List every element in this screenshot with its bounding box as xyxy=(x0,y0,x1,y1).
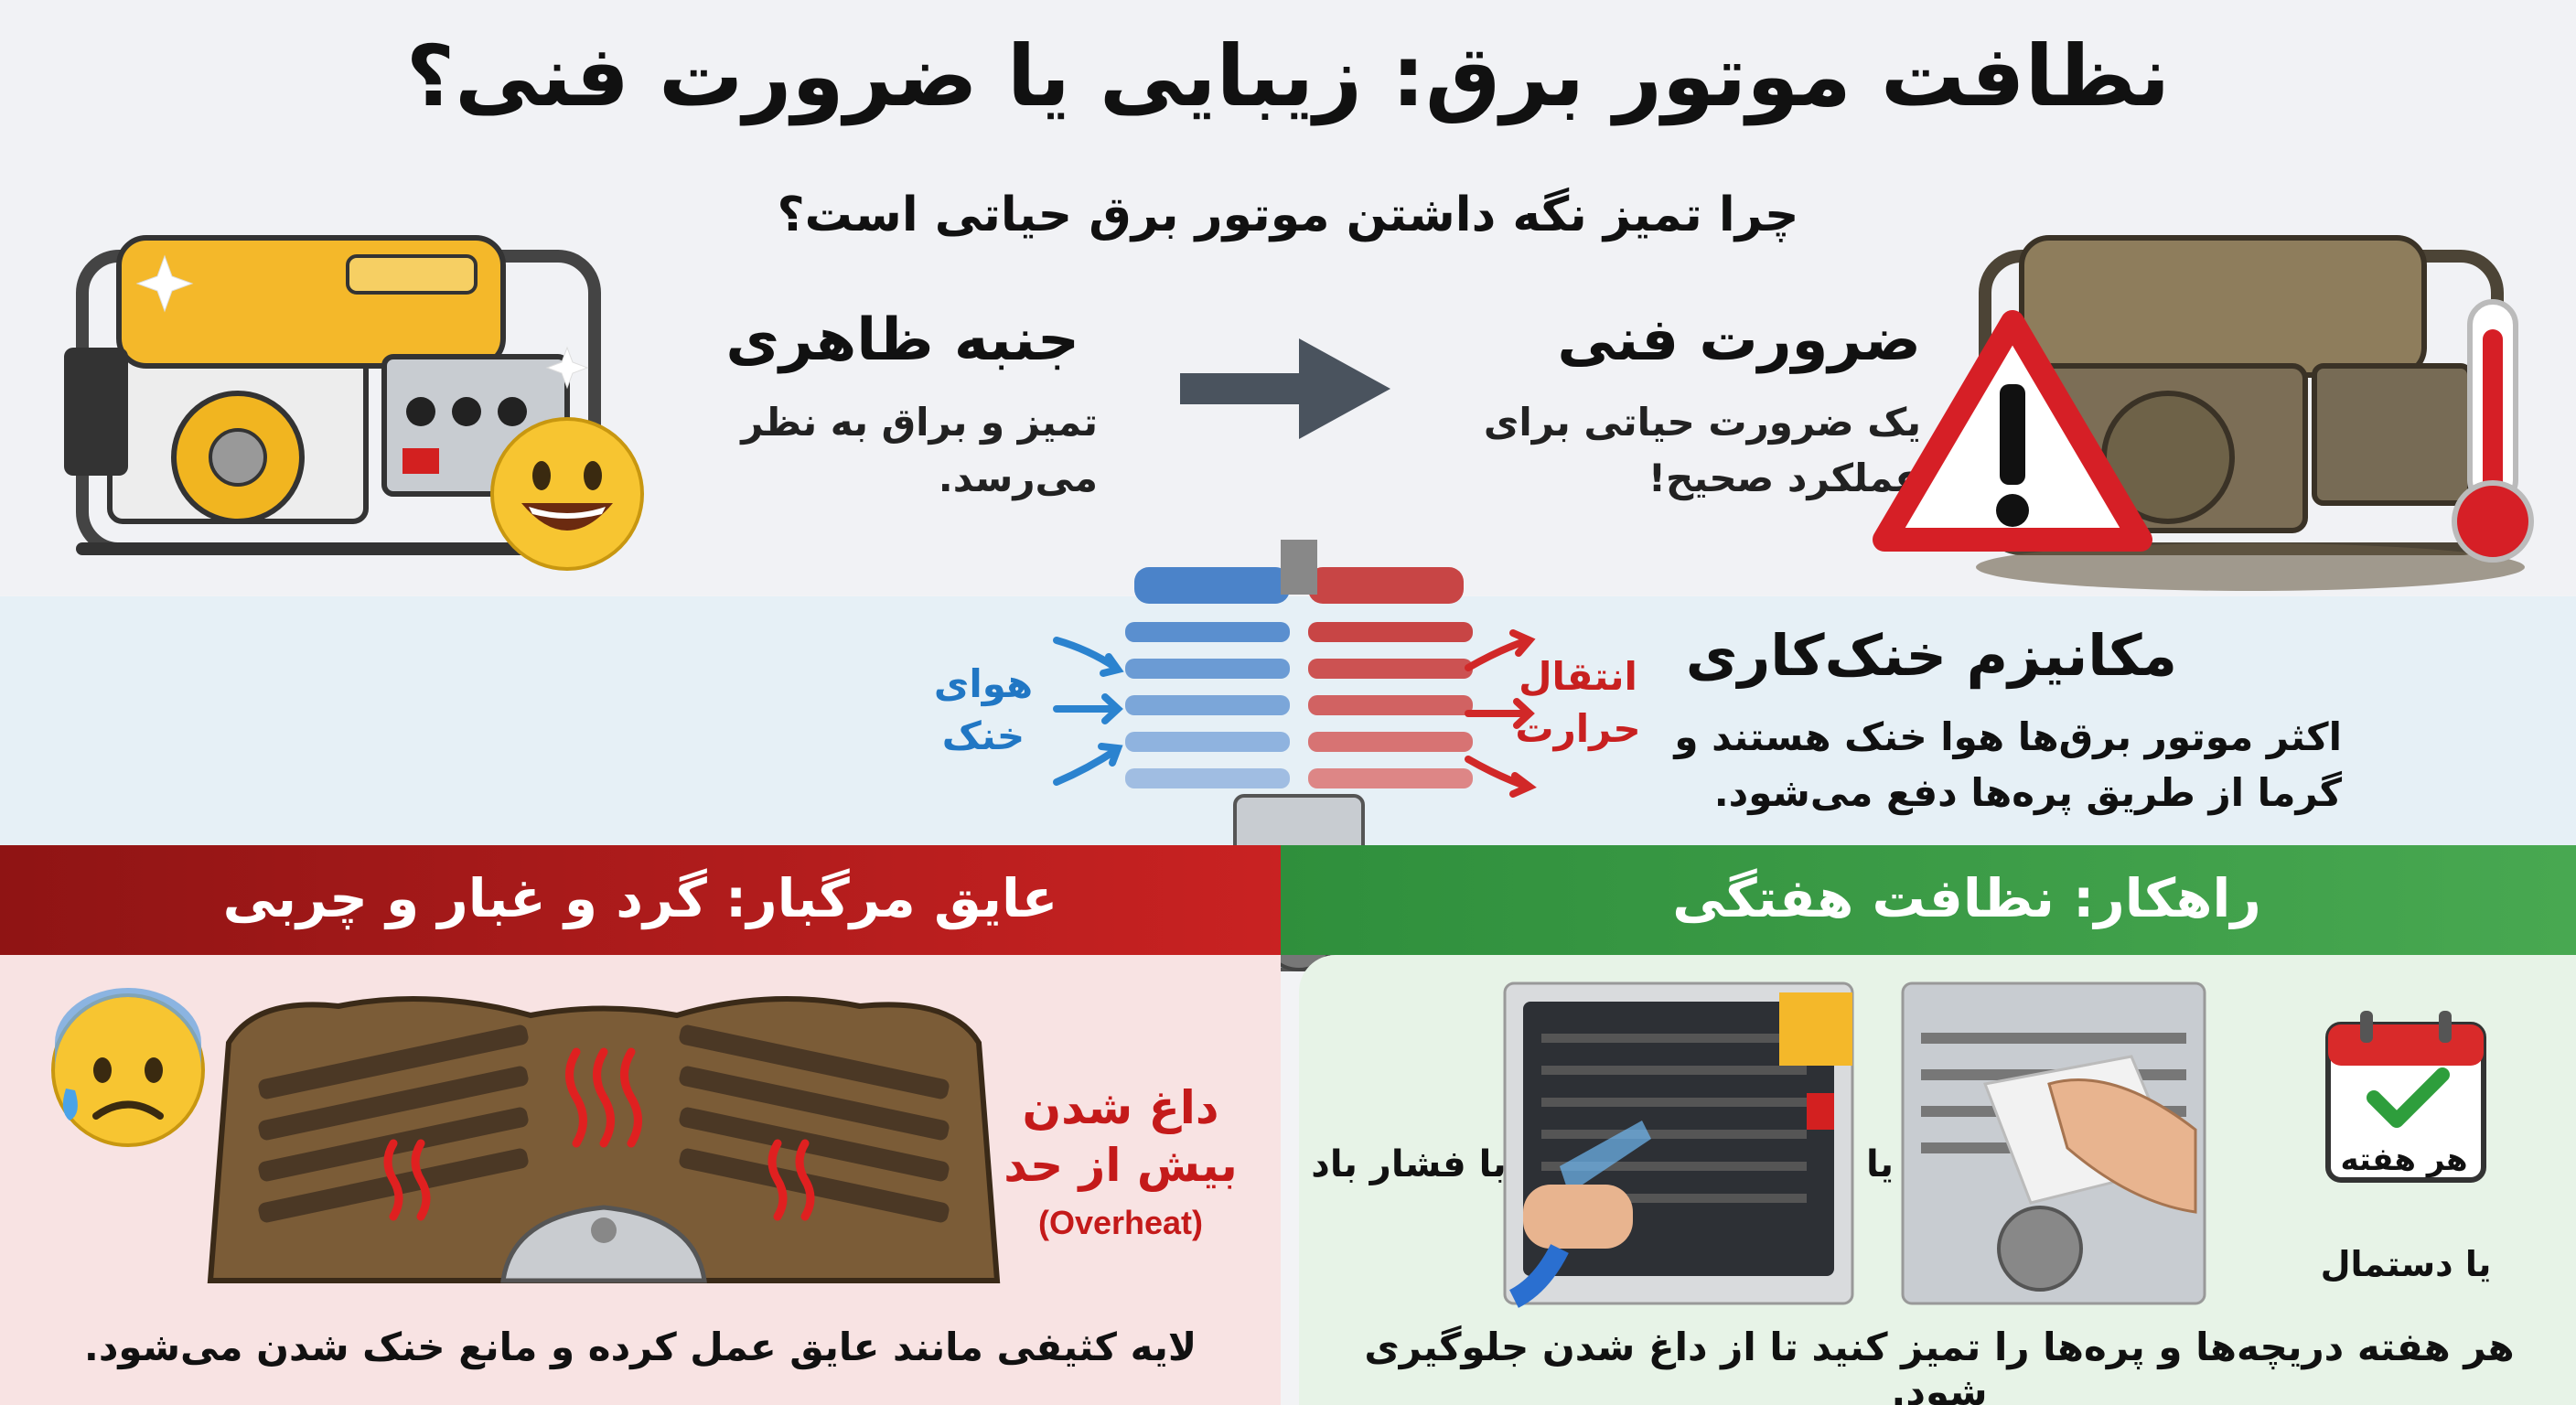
cooling-heading: مکانیزم خنک‌کاری xyxy=(1685,622,2177,689)
compressed-air-label: با فشار باد xyxy=(1311,1143,1507,1185)
cloth-wipe-illustration xyxy=(1901,981,2206,1305)
warning-icon xyxy=(1873,310,2152,552)
solution-caption: هر هفته دریچه‌ها و پره‌ها را تمیز کنید ت… xyxy=(1364,1325,2515,1405)
danger-banner xyxy=(0,845,1281,955)
heat-transfer-arrows xyxy=(1465,629,1537,798)
calendar-icon xyxy=(2325,1011,2486,1183)
engine-fins-hot xyxy=(1308,567,1473,788)
cooling-text: اکثر موتور برق‌ها هوا خنک هستند و گرما ا… xyxy=(1674,714,2342,815)
solution-banner xyxy=(1281,845,2576,955)
clean-generator-illustration xyxy=(64,235,601,555)
overheat-english-label: (Overheat) xyxy=(1037,1204,1204,1241)
technical-heading: ضرورت فنی xyxy=(1557,306,1921,374)
heat-waves-icon xyxy=(383,1047,815,1221)
clean-generator-frame xyxy=(64,235,601,555)
page-subtitle: چرا تمیز نگه داشتن موتور برق حیاتی است؟ xyxy=(777,188,1799,242)
danger-caption: لایه کثیفی مانند عایق عمل کرده و مانع خن… xyxy=(83,1325,1197,1369)
or-label: یا xyxy=(1865,1143,1894,1185)
cool-air-label: هوای خنک xyxy=(933,661,1034,758)
happy-face-icon xyxy=(490,417,644,571)
engine-fins-cool xyxy=(1125,567,1290,788)
weekly-label: هر هفته xyxy=(2340,1142,2468,1178)
aesthetic-text: تمیز و براق به نظر می‌رسد. xyxy=(741,400,1098,500)
cloth-label: یا دستمال xyxy=(2320,1244,2492,1284)
danger-title: عایق مرگبار: گرد و غبار و چربی xyxy=(222,867,1058,929)
sparkle-icon xyxy=(135,254,589,390)
aesthetic-heading: جنبه ظاهری xyxy=(725,306,1079,374)
right-arrow-icon xyxy=(1180,338,1390,439)
worried-face-icon xyxy=(51,988,205,1147)
cool-air-arrows xyxy=(1053,637,1124,786)
technical-text: یک ضرورت حیاتی برای عملکرد صحیح! xyxy=(1483,400,1921,500)
dirty-generator-illustration xyxy=(1976,235,2525,591)
overheat-label: داغ شدن بیش از حد xyxy=(1004,1081,1238,1192)
thermometer-icon xyxy=(2452,299,2534,563)
page-title: نظافت موتور برق: زیبایی یا ضرورت فنی؟ xyxy=(405,27,2171,125)
compressed-air-illustration xyxy=(1503,981,1854,1308)
dirty-fins-illustration xyxy=(207,996,1001,1283)
heat-transfer-label: انتقال حرارت xyxy=(1515,654,1641,751)
solution-title: راهکار: نظافت هفتگی xyxy=(1672,867,2261,929)
